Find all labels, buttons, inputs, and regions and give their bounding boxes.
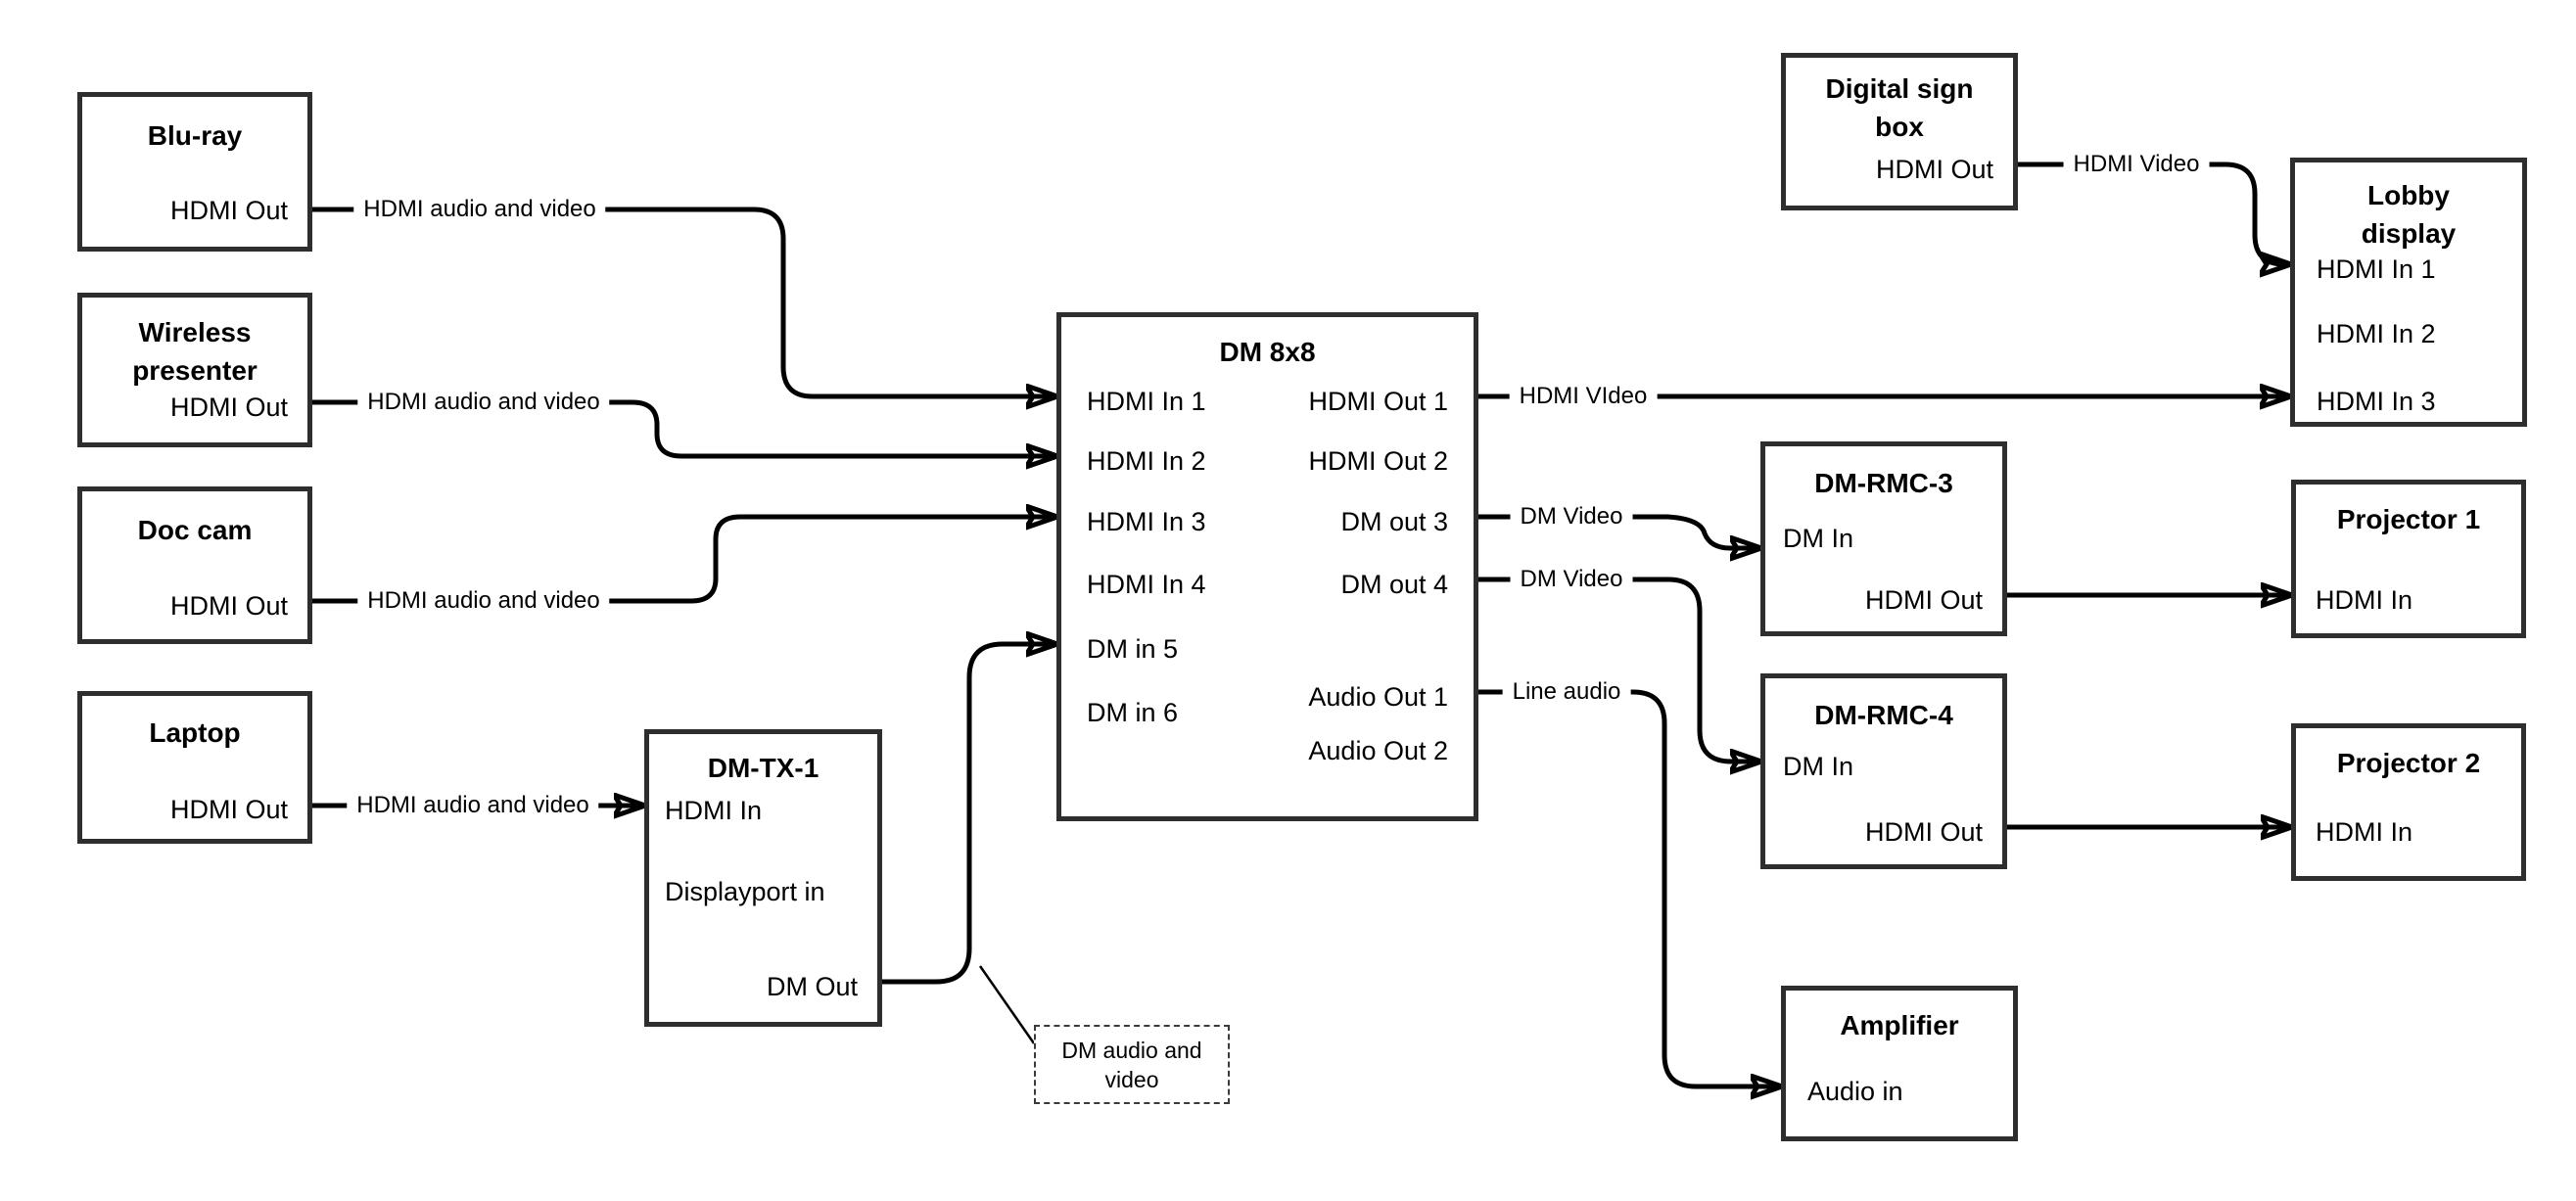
port-dm-out: DM Out [766,972,858,1001]
device-title: Doc cam [137,515,253,545]
device-title: Laptop [149,717,241,748]
port-hdmi-in-2: HDMI In 2 [2317,319,2436,348]
port-audio-in: Audio in [1807,1077,1903,1106]
device-title: Blu-ray [147,120,243,151]
port-dm-in-6: DM in 6 [1087,698,1179,727]
device-laptop: Laptop HDMI Out [77,691,312,844]
port-audio-out-1: Audio Out 1 [1308,682,1448,712]
device-dm-rmc-4: DM-RMC-4 DM In HDMI Out [1760,673,2007,869]
device-lobby-display: Lobby display HDMI In 1 HDMI In 2 HDMI I… [2290,158,2527,427]
note-text: DM audio and video [1061,1037,1202,1092]
device-title: Digital sign box [1825,73,1974,142]
device-title: Lobby display [2361,180,2457,249]
device-title: DM 8x8 [1219,337,1316,367]
port-dm-in-5: DM in 5 [1087,634,1179,664]
device-doc-cam: Doc cam HDMI Out [77,486,312,644]
edge-bluray-to-dm8x8 [312,207,1056,396]
device-title: DM-RMC-4 [1814,700,1953,730]
edge-label-hdmi-audio-video-doccam: HDMI audio and video [357,584,610,618]
port-hdmi-in: HDMI In [665,796,763,825]
device-projector-1: Projector 1 HDMI In [2291,480,2526,638]
port-hdmi-in: HDMI In [2316,817,2413,847]
device-projector-2: Projector 2 HDMI In [2291,723,2526,881]
port-hdmi-in-3: HDMI In 3 [1087,507,1206,536]
port-hdmi-in-1: HDMI In 1 [1087,387,1206,416]
port-hdmi-out: HDMI Out [1875,155,1993,184]
port-dm-out-3: DM out 3 [1340,507,1448,536]
edge-wireless-to-dm8x8 [312,399,1056,456]
edge-doccam-to-dm8x8 [312,517,1056,604]
port-displayport-in: Displayport in [665,877,825,906]
note-dm-audio-and-video: DM audio and video [1034,1025,1230,1104]
device-bluray: Blu-ray HDMI Out [77,92,312,252]
edge-digitalsign-to-lobby [2018,162,2290,264]
edge-dmout4-to-dmrmc4 [1478,577,1760,762]
port-hdmi-out: HDMI Out [169,591,288,621]
port-hdmi-out: HDMI Out [1864,585,1983,615]
port-dm-in: DM In [1783,524,1854,553]
port-hdmi-in-4: HDMI In 4 [1087,570,1206,599]
port-hdmi-out-2: HDMI Out 2 [1308,446,1448,476]
edge-label-hdmi-video-long: HDMI VIdeo [1509,380,1658,413]
device-dm-8x8: DM 8x8 HDMI In 1 HDMI In 2 HDMI In 3 HDM… [1056,312,1478,821]
edge-label-line-audio: Line audio [1502,675,1631,709]
edge-label-dm-video-3: DM Video [1510,500,1633,533]
edge-label-hdmi-video-sign: HDMI Video [2063,148,2210,181]
port-dm-in: DM In [1783,752,1854,781]
edge-label-hdmi-audio-video-wireless: HDMI audio and video [357,386,610,419]
port-audio-out-2: Audio Out 2 [1308,736,1448,765]
edge-label-dm-video-4: DM Video [1510,563,1633,596]
port-hdmi-out: HDMI Out [169,196,288,225]
device-title: Amplifier [1840,1010,1959,1040]
edge-label-hdmi-audio-video-bluray: HDMI audio and video [353,193,606,226]
device-title: DM-TX-1 [707,753,820,783]
device-wireless-presenter: Wireless presenter HDMI Out [77,293,312,447]
port-hdmi-out: HDMI Out [1864,817,1983,847]
port-hdmi-in-3: HDMI In 3 [2317,387,2436,416]
device-amplifier: Amplifier Audio in [1781,986,2018,1141]
device-dm-tx-1: DM-TX-1 HDMI In Displayport in DM Out [644,729,882,1027]
edge-audioout1-to-amplifier [1478,689,1781,1086]
port-dm-out-4: DM out 4 [1340,570,1448,599]
edge-label-hdmi-audio-video-laptop: HDMI audio and video [347,789,599,822]
device-title: Projector 1 [2336,504,2481,534]
port-hdmi-in: HDMI In [2316,585,2413,615]
note-leader-line [978,965,1036,1044]
edge-dmout3-to-dmrmc3 [1478,514,1760,548]
port-hdmi-in-2: HDMI In 2 [1087,446,1206,476]
device-title: DM-RMC-3 [1814,468,1953,498]
port-hdmi-out-1: HDMI Out 1 [1308,387,1448,416]
device-title: Projector 2 [2336,748,2481,778]
port-hdmi-in-1: HDMI In 1 [2317,254,2436,284]
port-hdmi-out: HDMI Out [169,393,288,422]
device-title: Wireless presenter [132,317,258,386]
device-digital-sign-box: Digital sign box HDMI Out [1781,53,2018,210]
device-dm-rmc-3: DM-RMC-3 DM In HDMI Out [1760,441,2007,636]
port-hdmi-out: HDMI Out [169,795,288,824]
edge-dmtx1-to-dm8x8 [882,644,1056,985]
